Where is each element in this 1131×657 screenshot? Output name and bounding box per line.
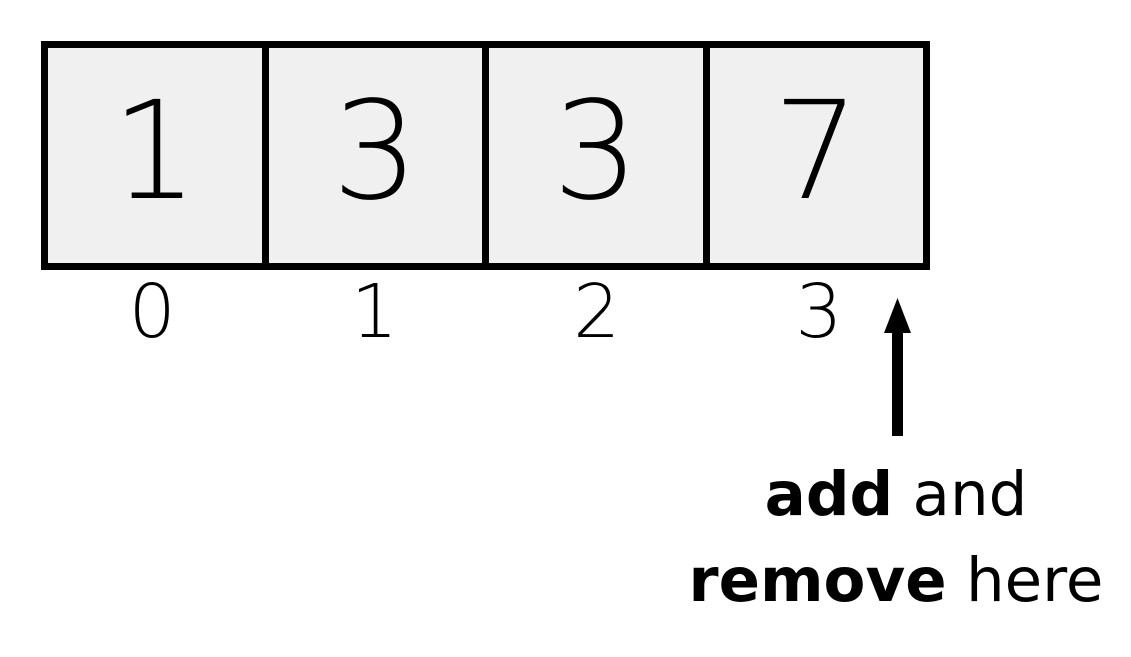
array-container: 1 3 3 7 bbox=[41, 41, 930, 270]
pointer-caption-add-label: add bbox=[764, 459, 894, 530]
array-cell-1[interactable]: 3 bbox=[268, 48, 489, 263]
array-index-label-2: 2 bbox=[573, 269, 621, 355]
array-index-label-1: 1 bbox=[350, 269, 398, 355]
array-cell-0[interactable]: 1 bbox=[48, 48, 269, 263]
array-cell-2[interactable]: 3 bbox=[489, 48, 710, 263]
pointer-caption-line-1: add and bbox=[596, 452, 1131, 538]
array-cell-value-3: 7 bbox=[772, 72, 860, 231]
pointer-caption-line-2: remove here bbox=[596, 538, 1131, 624]
pointer-caption-and-label: and bbox=[893, 459, 1028, 530]
pointer-caption: add and remove here bbox=[596, 452, 1131, 624]
array-cell-value-1: 3 bbox=[331, 72, 419, 231]
array-index-row: 0 1 2 3 bbox=[41, 269, 930, 356]
pointer-caption-remove-label: remove bbox=[688, 545, 947, 616]
up-arrow-icon bbox=[884, 298, 911, 436]
array-cell-3[interactable]: 7 bbox=[709, 48, 923, 263]
array-cell-value-2: 3 bbox=[552, 72, 640, 231]
array-index-label-3: 3 bbox=[795, 269, 843, 355]
array-cell-value-0: 1 bbox=[111, 72, 199, 231]
pointer-caption-here-label: here bbox=[946, 545, 1104, 616]
array-index-label-0: 0 bbox=[128, 269, 176, 355]
